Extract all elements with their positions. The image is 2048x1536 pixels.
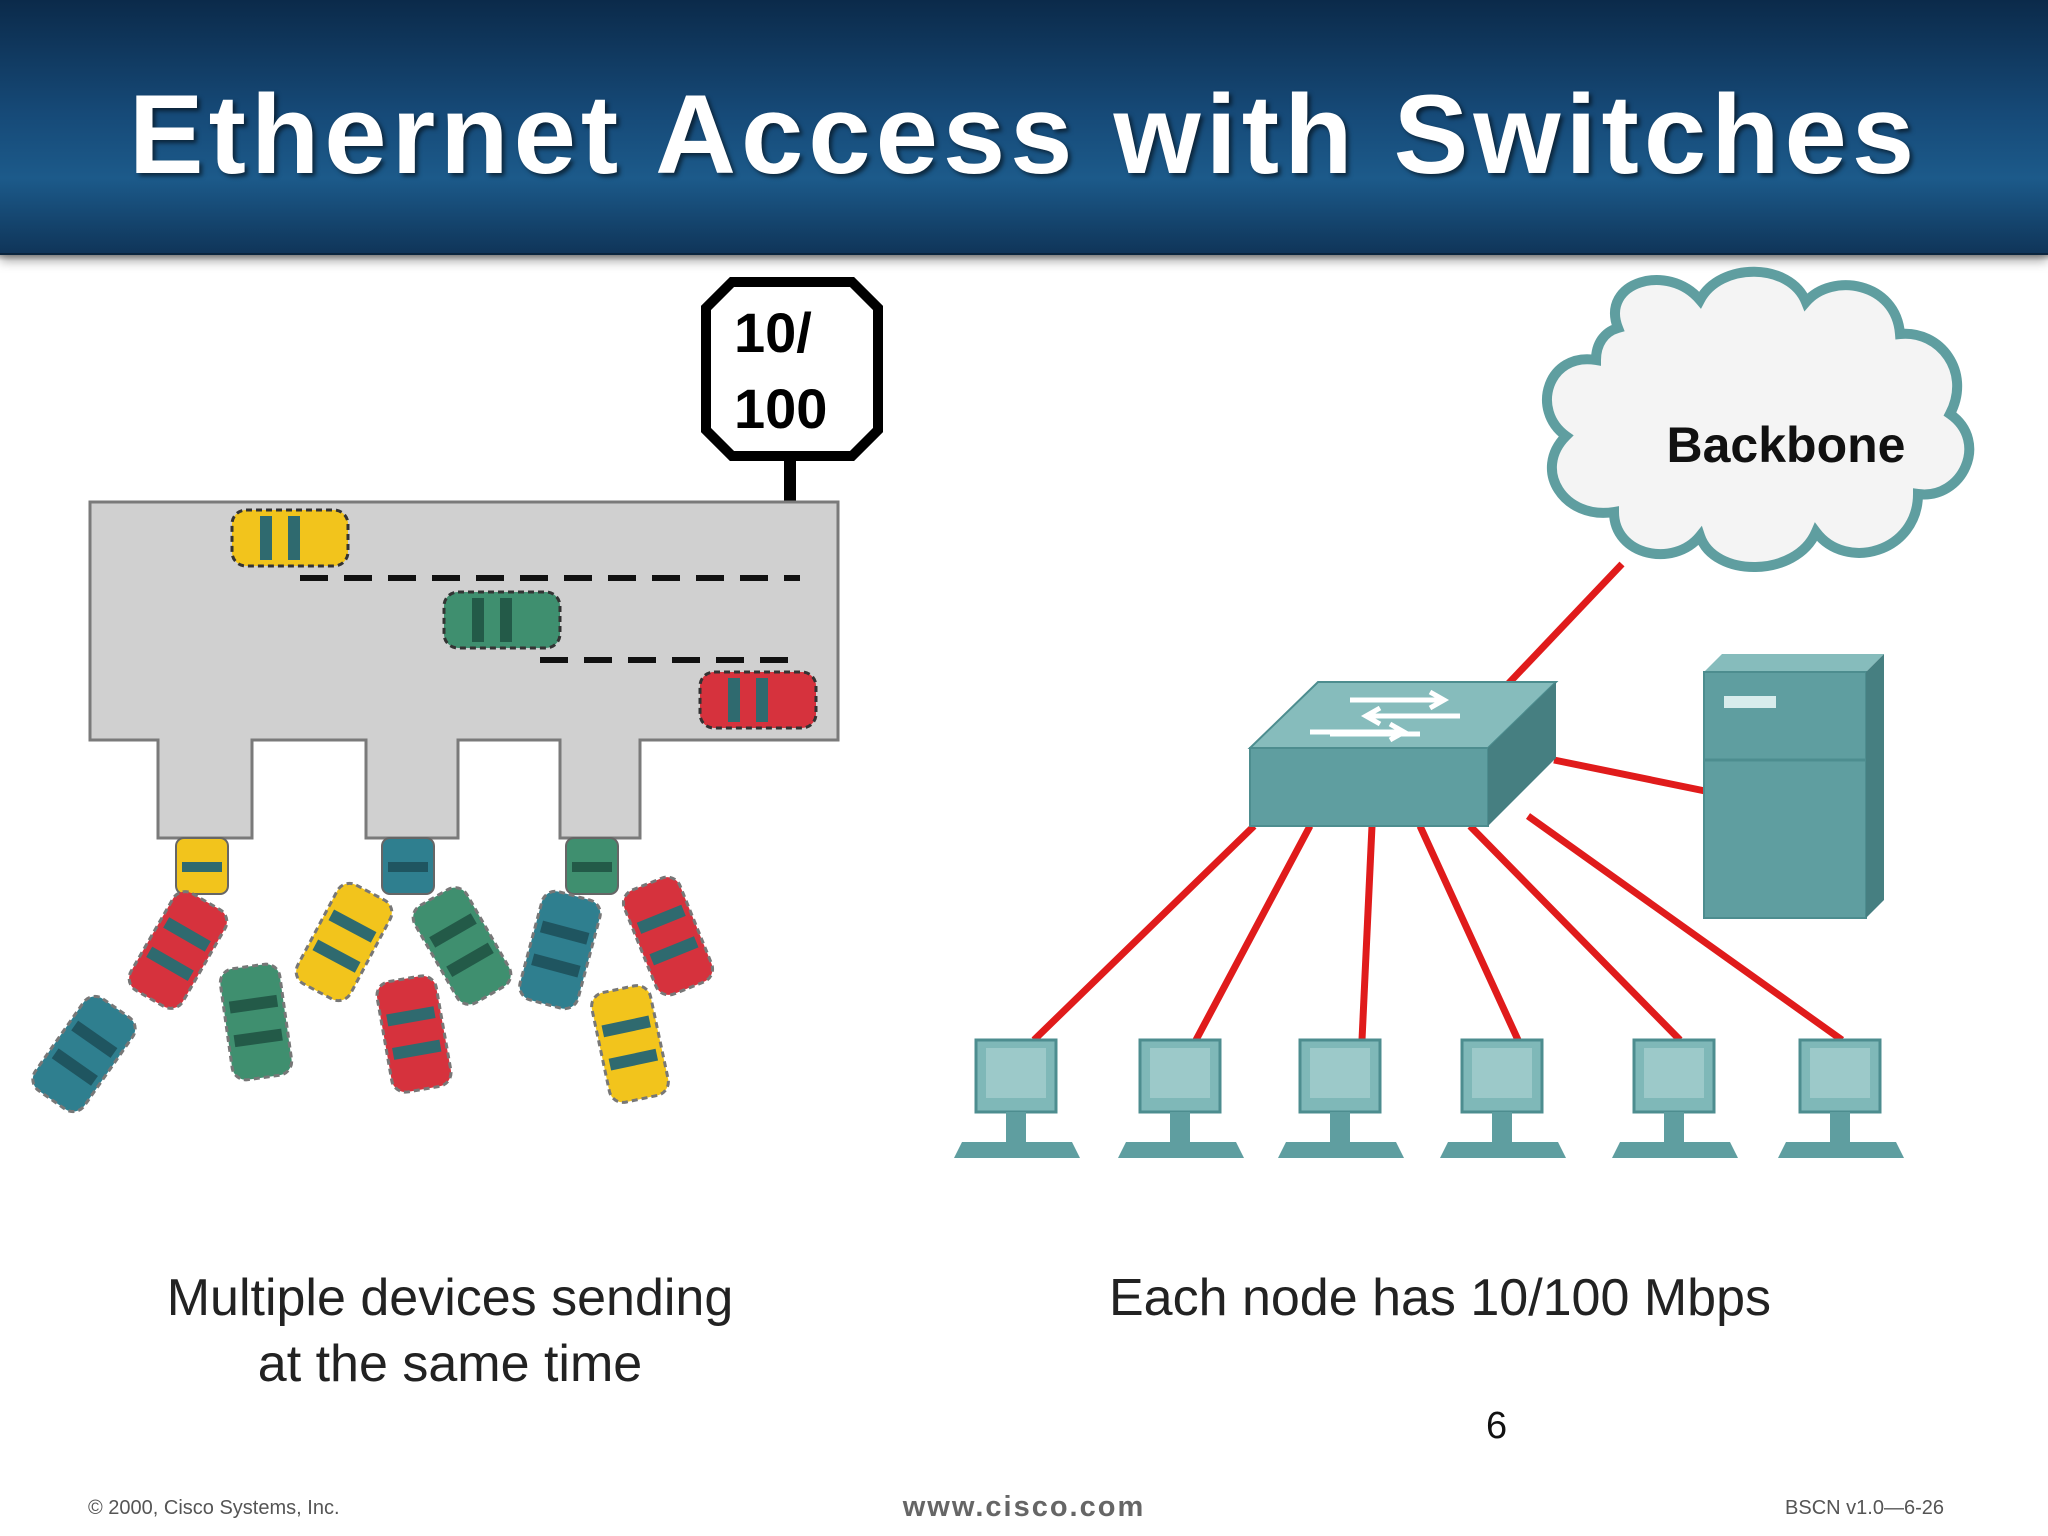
backbone-label: Backbone bbox=[1667, 417, 1906, 473]
link-pc-5 bbox=[1467, 823, 1683, 1043]
link-switch-server bbox=[1553, 756, 1711, 796]
footer-website: www.cisco.com bbox=[902, 1491, 1146, 1523]
car-pile bbox=[31, 837, 715, 1114]
pc-icon bbox=[1118, 1038, 1244, 1158]
speed-sign bbox=[701, 277, 883, 461]
car-green-road bbox=[442, 590, 562, 650]
server-icon bbox=[1703, 654, 1884, 919]
link-pc-6 bbox=[1525, 813, 1845, 1043]
link-pc-1 bbox=[1031, 823, 1257, 1043]
left-caption: Multiple devices sending at the same tim… bbox=[60, 1265, 840, 1397]
slide-title: Ethernet Access with Switches bbox=[128, 72, 1920, 197]
pc-icon bbox=[1278, 1038, 1404, 1158]
pc-icon bbox=[954, 1038, 1080, 1158]
footer-course-code: BSCN v1.0—6-26 bbox=[1785, 1497, 1944, 1519]
link-pc-2 bbox=[1192, 824, 1314, 1042]
road-diagram: 10/ 100 bbox=[31, 277, 883, 1114]
page-number: 6 bbox=[1486, 1405, 1508, 1447]
network-diagram: Backbone bbox=[954, 266, 1975, 1158]
left-caption-line1: Multiple devices sending bbox=[166, 1269, 734, 1327]
title-banner: Ethernet Access with Switches bbox=[0, 0, 2048, 261]
car-yellow-road bbox=[230, 508, 350, 568]
left-caption-line2: at the same time bbox=[257, 1335, 643, 1393]
sign-text-line2: 100 bbox=[734, 377, 827, 440]
switch-icon bbox=[1247, 681, 1559, 827]
backbone-cloud: Backbone bbox=[1542, 266, 1975, 572]
pc-icon bbox=[1440, 1038, 1566, 1158]
link-pc-4 bbox=[1416, 824, 1522, 1042]
pc-icon bbox=[1612, 1038, 1738, 1158]
sign-text-line1: 10/ bbox=[734, 301, 812, 364]
footer-copyright: © 2000, Cisco Systems, Inc. bbox=[88, 1497, 340, 1519]
car-red-road bbox=[698, 670, 818, 730]
right-caption: Each node has 10/100 Mbps bbox=[1108, 1269, 1772, 1327]
link-pc-3 bbox=[1358, 825, 1376, 1041]
workstations bbox=[954, 1038, 1904, 1158]
road-surface bbox=[88, 500, 840, 840]
pc-icon bbox=[1778, 1038, 1904, 1158]
link-switch-backbone bbox=[1505, 561, 1625, 687]
network-links bbox=[1031, 561, 1845, 1043]
